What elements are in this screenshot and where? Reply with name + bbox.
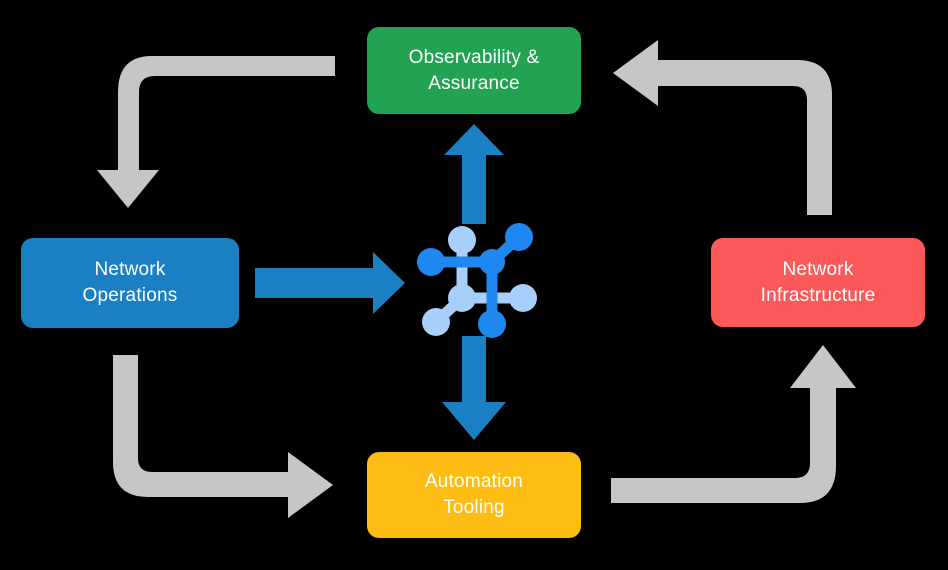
box-network-operations-label: Network Operations: [82, 259, 178, 306]
box-network-infrastructure-label: Network Infrastructure: [760, 258, 876, 306]
box-network-infrastructure[interactable]: Network Infrastructure: [711, 238, 925, 327]
topology-dark-nodes: [417, 223, 533, 338]
primary-arrow-operations-to-center: [255, 252, 405, 314]
box-automation-tooling-label: Automation Tooling: [424, 471, 524, 518]
flow-arrow-automation-to-infrastructure: [611, 345, 856, 503]
flow-arrow-operations-to-automation: [113, 355, 333, 518]
primary-arrow-center-to-automation: [442, 336, 506, 440]
flow-arrow-observability-to-operations-body: [97, 56, 335, 208]
primary-arrow-center-to-observability: [444, 124, 504, 224]
topology-light-nodes: [422, 226, 537, 336]
box-automation-tooling[interactable]: Automation Tooling: [367, 452, 581, 538]
flow-arrow-infrastructure-to-observability: [613, 40, 832, 215]
box-observability[interactable]: Observability & Assurance: [367, 27, 581, 114]
box-network-operations[interactable]: Network Operations: [21, 238, 239, 328]
box-observability-label: Observability & Assurance: [408, 46, 540, 94]
